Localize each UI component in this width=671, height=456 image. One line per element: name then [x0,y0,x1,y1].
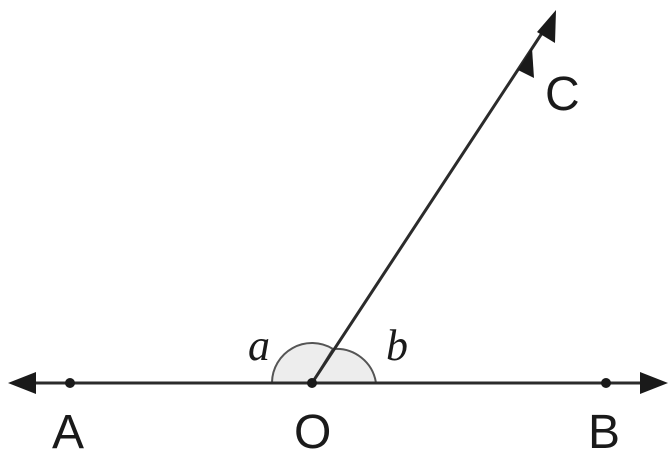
arrowhead-top [537,10,556,43]
label-angle-b: b [386,321,408,370]
point-a-dot [65,378,75,388]
label-point-b: B [588,406,620,456]
ray-oc [310,22,550,385]
label-point-c: C [545,68,580,121]
label-point-o: O [294,406,331,456]
label-point-a: A [52,406,84,456]
arrowhead-mid [518,48,534,78]
arrowhead-right [640,372,668,394]
point-b-dot [601,378,611,388]
label-angle-a: a [248,321,270,370]
arrowhead-left [8,372,36,394]
point-o-dot [307,378,317,388]
